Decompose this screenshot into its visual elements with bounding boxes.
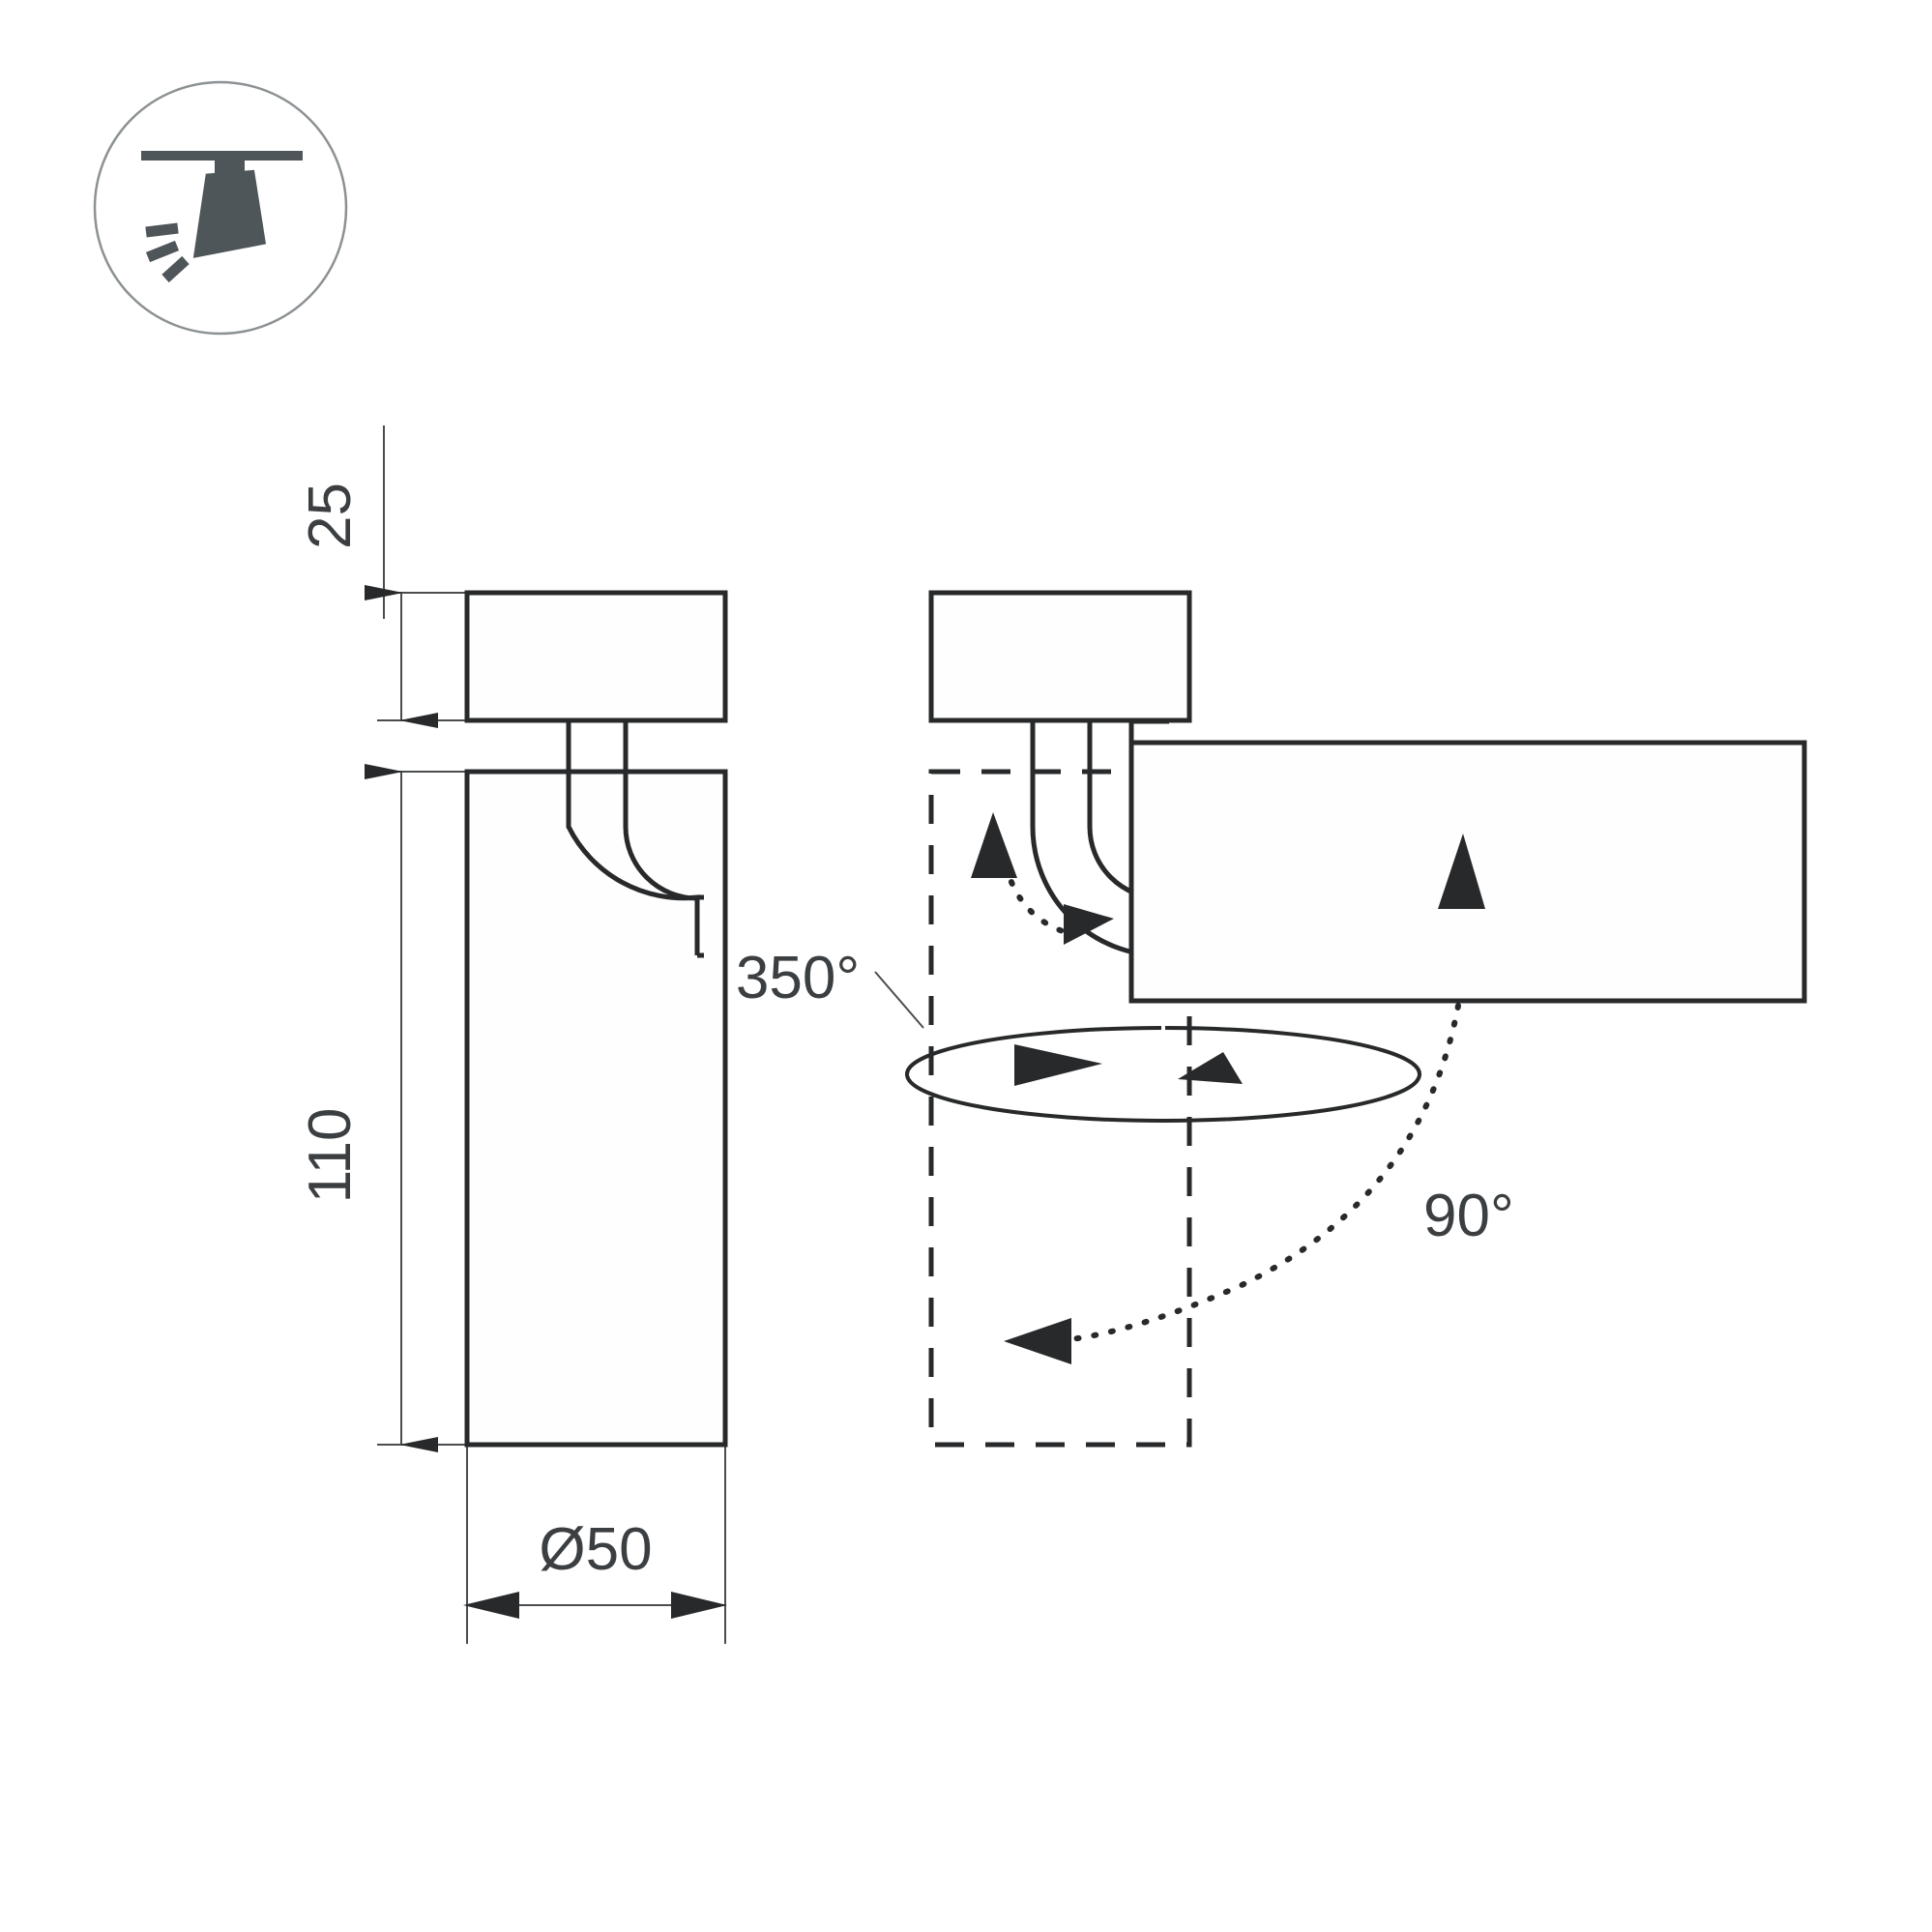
cylinder-body-left-view xyxy=(464,769,728,1448)
tilt-arrowhead-right-small xyxy=(1064,904,1114,945)
annotation-label-350: 350° xyxy=(736,945,860,1011)
ghost-body-outline xyxy=(928,769,1192,1448)
leader-line-350 xyxy=(874,971,924,1029)
ceiling-track-icon xyxy=(141,151,303,161)
elbow-inner-curve-left-view xyxy=(623,772,698,901)
rotation-arrowhead-left xyxy=(1014,1044,1102,1086)
light-ray-2-icon xyxy=(145,240,180,263)
tilt-arrowhead-up-small xyxy=(971,812,1017,878)
tilt-arrowhead-left-large xyxy=(1004,1318,1071,1364)
product-icon-group xyxy=(93,80,348,336)
tilt-arrowhead-up-large xyxy=(1438,834,1485,909)
dimension-label-25: 25 xyxy=(297,483,364,549)
rotation-ellipse-350 xyxy=(905,1026,1421,1123)
light-ray-3-icon xyxy=(161,255,190,283)
top-housing-right-view xyxy=(928,590,1192,723)
spotlight-body-icon xyxy=(192,169,267,258)
right-articulation-view: 350° 90° xyxy=(736,590,1807,1448)
annotation-label-90: 90° xyxy=(1423,1183,1514,1249)
tilt-indicator-curve-small xyxy=(1003,863,1071,936)
dimension-label-110: 110 xyxy=(297,1108,364,1204)
left-elevation-view: 25 110 Ø50 xyxy=(297,425,728,1644)
top-housing-left-view xyxy=(464,590,728,723)
icon-outline-circle xyxy=(93,80,348,336)
body-joint-top-right-view xyxy=(1128,718,1169,743)
rotation-arrowhead-right xyxy=(1178,1052,1243,1084)
tilt-arc-90 xyxy=(1068,1003,1461,1342)
light-ray-1-icon xyxy=(145,222,179,238)
dimension-label-diameter: Ø50 xyxy=(539,1516,652,1583)
